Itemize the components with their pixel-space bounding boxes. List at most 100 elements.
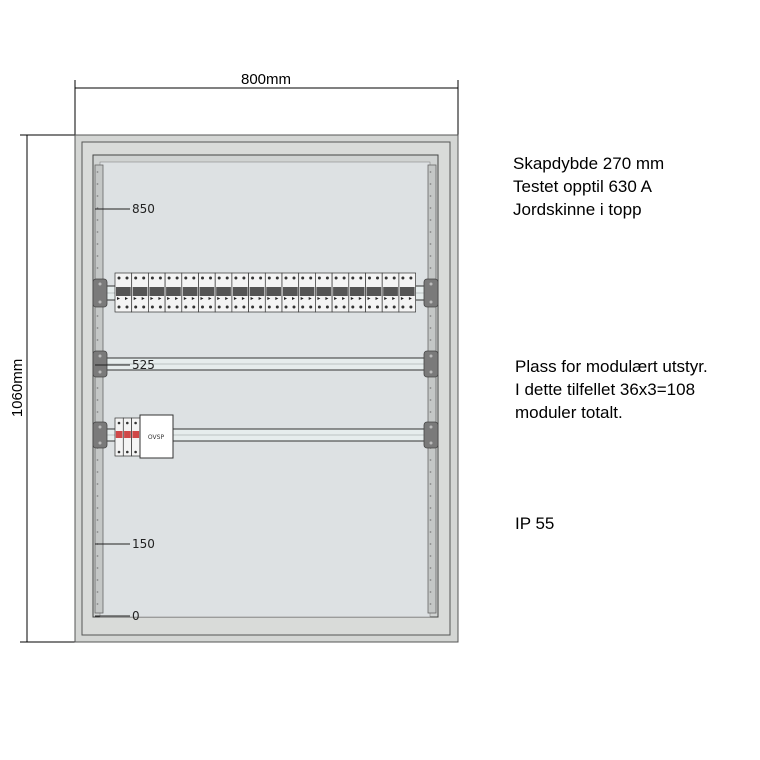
terminal-screw [242,305,246,309]
rail-hole [429,507,432,509]
circuit-breaker [264,272,283,313]
rail-hole [96,171,99,173]
bracket-screw [98,282,102,286]
circuit-breaker [348,272,366,313]
circuit-breaker [214,272,233,313]
rail-hole [96,387,99,389]
breaker-toggle [349,287,365,296]
breaker-symbol [342,297,346,300]
terminal-screw [351,276,355,280]
rail-hole [96,471,99,473]
terminal-screw [401,276,405,280]
rail-hole [96,267,99,269]
rail-hole [96,555,99,557]
terminal-screw [126,421,129,425]
terminal-screw [317,276,321,280]
circuit-breaker [148,272,166,313]
rail-hole [429,183,432,185]
breaker-toggle [299,287,315,296]
rail-hole [429,243,432,245]
rail-hole [429,495,432,497]
level-0: 0 [132,609,140,623]
bracket-screw [98,425,102,429]
modular-note: Plass for modulært utstyr. I dette tilfe… [515,355,708,424]
rail-hole [429,255,432,257]
ip-rating: IP 55 [515,514,555,533]
rail-bracket [423,421,439,449]
rail-hole [96,231,99,233]
rail-hole [429,339,432,341]
breaker-symbol [150,297,154,300]
rail-hole [429,459,432,461]
terminal-screw [134,305,138,309]
circuit-breaker [315,272,333,313]
breaker-symbol [133,297,137,300]
rail-hole [96,243,99,245]
terminal-screw [251,276,255,280]
rail-hole [96,591,99,593]
breaker-toggle [232,287,248,296]
breaker-symbol [408,297,412,300]
terminal-screw [201,305,204,309]
terminal-screw [351,305,355,309]
breaker-toggle [132,287,148,296]
terminal-screw [292,276,296,280]
bracket-screw [98,300,102,304]
ovsp-device [139,414,174,459]
rail-hole [429,399,432,401]
circuit-breaker [248,272,266,313]
modular-line-2: I dette tilfellet 36x3=108 [515,380,696,399]
terminal-screw [376,305,379,309]
bracket-screw [98,354,102,358]
breaker-toggle [283,287,298,296]
breaker-symbol [258,297,262,300]
terminal-screw [292,305,296,309]
breaker-toggle [115,431,123,438]
terminal-screw [117,305,121,309]
breaker-symbol [241,297,245,300]
terminal-screw [301,276,305,280]
spec-tested: Testet opptil 630 A [513,177,652,196]
terminal-screw [134,276,138,280]
rail-hole [96,531,99,533]
rail-hole [429,555,432,557]
vertical-rail [94,164,104,614]
terminal-screw [217,305,221,309]
terminal-screw [251,305,255,309]
rail-hole [96,399,99,401]
breaker-symbol [300,297,304,300]
terminal-screw [376,276,379,280]
bracket-screw [429,282,433,286]
breaker-toggle [399,287,415,296]
rail-bracket [92,278,108,308]
circuit-breaker [181,272,199,313]
terminal-screw [392,305,396,309]
terminal-screw [126,450,129,454]
terminal-screw [142,276,146,280]
breaker-toggle [124,431,131,438]
terminal-screw [125,305,129,309]
rail-hole [96,459,99,461]
terminal-screw [325,305,329,309]
breaker-toggle [116,287,131,296]
terminal-screw [209,305,212,309]
rail-hole [429,219,432,221]
modular-line-3: moduler totalt. [515,403,623,422]
rail-hole [429,171,432,173]
terminal-screw [158,276,162,280]
terminal-screw [359,305,363,309]
terminal-screw [117,450,121,454]
terminal-screw [117,276,121,280]
breaker-symbol [284,297,287,300]
breaker-toggle [182,287,198,296]
terminal-screw [267,276,271,280]
rail-hole [96,183,99,185]
height-label: 1060mm [9,359,26,417]
rail-hole [429,327,432,329]
height-dimension: 1060mm [9,134,75,643]
terminal-screw [125,276,129,280]
rail-hole [96,207,99,209]
modular-line-1: Plass for modulært utstyr. [515,357,708,376]
breaker-symbol [225,297,229,300]
breaker-symbol [358,297,362,300]
